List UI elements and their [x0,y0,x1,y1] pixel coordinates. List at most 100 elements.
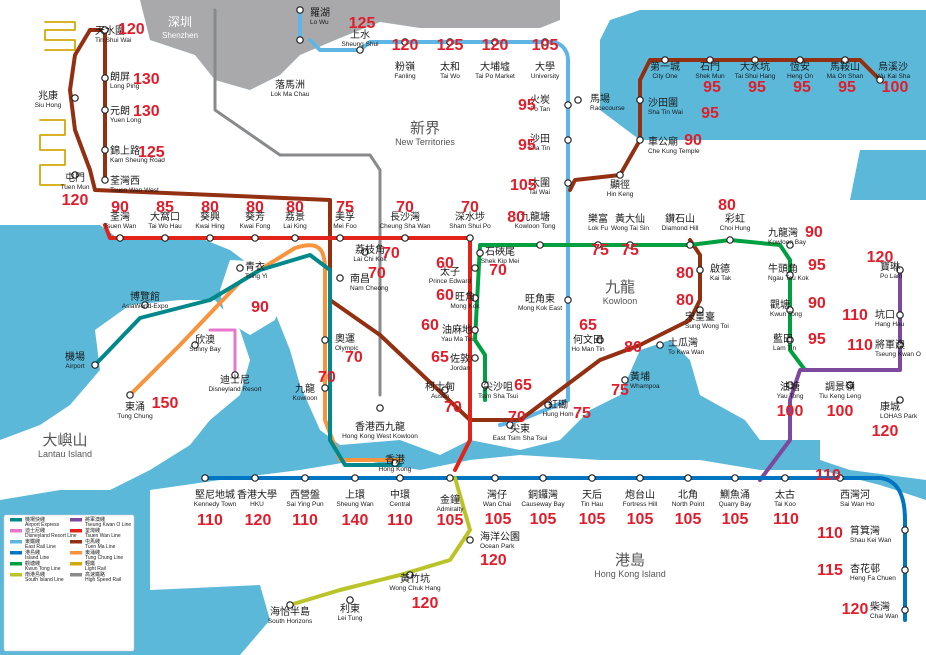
station-dot[interactable] [291,234,299,242]
station-dot[interactable] [236,264,244,272]
station-dot[interactable] [91,361,99,369]
station-dot[interactable] [441,386,449,394]
station-dot[interactable] [836,474,844,482]
station-dot[interactable] [471,294,479,302]
station-name-zh: 葵芳 [245,210,265,223]
station-dot[interactable] [901,526,909,534]
station-dot[interactable] [896,396,904,404]
station-dot[interactable] [896,266,904,274]
station-dot[interactable] [876,76,884,84]
station-dot[interactable] [636,96,644,104]
station-dot[interactable] [786,381,794,389]
station-dot[interactable] [336,234,344,242]
station-dot[interactable] [796,56,804,64]
station-dot[interactable] [846,381,854,389]
station-dot[interactable] [251,474,259,482]
station-dot[interactable] [466,536,474,544]
station-dot[interactable] [361,248,369,256]
station-dot[interactable] [251,234,259,242]
station-dot[interactable] [731,474,739,482]
station-dot[interactable] [661,56,669,64]
station-dot[interactable] [346,596,354,604]
station-dot[interactable] [564,296,572,304]
station-dot[interactable] [636,474,644,482]
station-dot[interactable] [296,6,304,14]
station-dot[interactable] [101,146,109,154]
station-dot[interactable] [191,341,199,349]
station-dot[interactable] [301,474,309,482]
station-dot[interactable] [786,306,794,314]
station-dot[interactable] [466,234,474,242]
station-dot[interactable] [751,56,759,64]
station-dot[interactable] [376,404,384,412]
station-dot[interactable] [896,311,904,319]
station-dot[interactable] [626,241,634,249]
station-dot[interactable] [539,474,547,482]
station-dot[interactable] [544,401,552,409]
station-dot[interactable] [696,266,704,274]
station-dot[interactable] [141,301,149,309]
station-dot[interactable] [471,264,479,272]
station-dot[interactable] [296,36,304,44]
station-dot[interactable] [321,384,329,392]
station-dot[interactable] [841,56,849,64]
station-dot[interactable] [476,249,484,257]
station-dot[interactable] [321,336,329,344]
station-dot[interactable] [786,336,794,344]
station-dot[interactable] [596,336,604,344]
station-dot[interactable] [231,371,239,379]
station-dot[interactable] [706,56,714,64]
station-dot[interactable] [71,94,79,102]
station-dot[interactable] [696,306,704,314]
station-dot[interactable] [726,236,734,244]
station-dot[interactable] [588,474,596,482]
station-dot[interactable] [396,474,404,482]
station-dot[interactable] [101,106,109,114]
station-dot[interactable] [786,271,794,279]
station-dot[interactable] [564,101,572,109]
station-dot[interactable] [574,96,582,104]
station-dot[interactable] [101,74,109,82]
station-dot[interactable] [786,241,794,249]
station-dot[interactable] [406,571,414,579]
station-dot[interactable] [491,38,499,46]
station-dot[interactable] [116,234,124,242]
station-dot[interactable] [336,274,344,282]
station-dot[interactable] [636,136,644,144]
station-dot[interactable] [781,474,789,482]
station-dot[interactable] [351,474,359,482]
station-dot[interactable] [446,38,454,46]
station-dot[interactable] [471,354,479,362]
station-dot[interactable] [401,234,409,242]
station-dot[interactable] [206,234,214,242]
station-dot[interactable] [901,566,909,574]
station-dot[interactable] [101,26,109,34]
station-dot[interactable] [564,179,572,187]
station-dot[interactable] [356,46,364,54]
station-dot[interactable] [126,391,134,399]
station-dot[interactable] [401,38,409,46]
station-dot[interactable] [686,241,694,249]
station-fare: 70 [396,199,414,216]
station-dot[interactable] [541,38,549,46]
station-dot[interactable] [621,376,629,384]
station-dot[interactable] [594,241,602,249]
station-dot[interactable] [536,241,544,249]
station-dot[interactable] [446,474,454,482]
station-dot[interactable] [616,171,624,179]
station-dot[interactable] [201,474,209,482]
station-dot[interactable] [491,474,499,482]
station-dot[interactable] [656,341,664,349]
station-dot[interactable] [391,459,399,467]
station-dot[interactable] [286,601,294,609]
station-dot[interactable] [564,136,572,144]
station-dot[interactable] [71,171,79,179]
station-dot[interactable] [896,341,904,349]
station-dot[interactable] [901,606,909,614]
station-dot[interactable] [471,326,479,334]
station-dot[interactable] [101,176,109,184]
station-dot[interactable] [161,234,169,242]
station-dot[interactable] [684,474,692,482]
station-dot[interactable] [481,381,489,389]
station-dot[interactable] [506,421,514,429]
